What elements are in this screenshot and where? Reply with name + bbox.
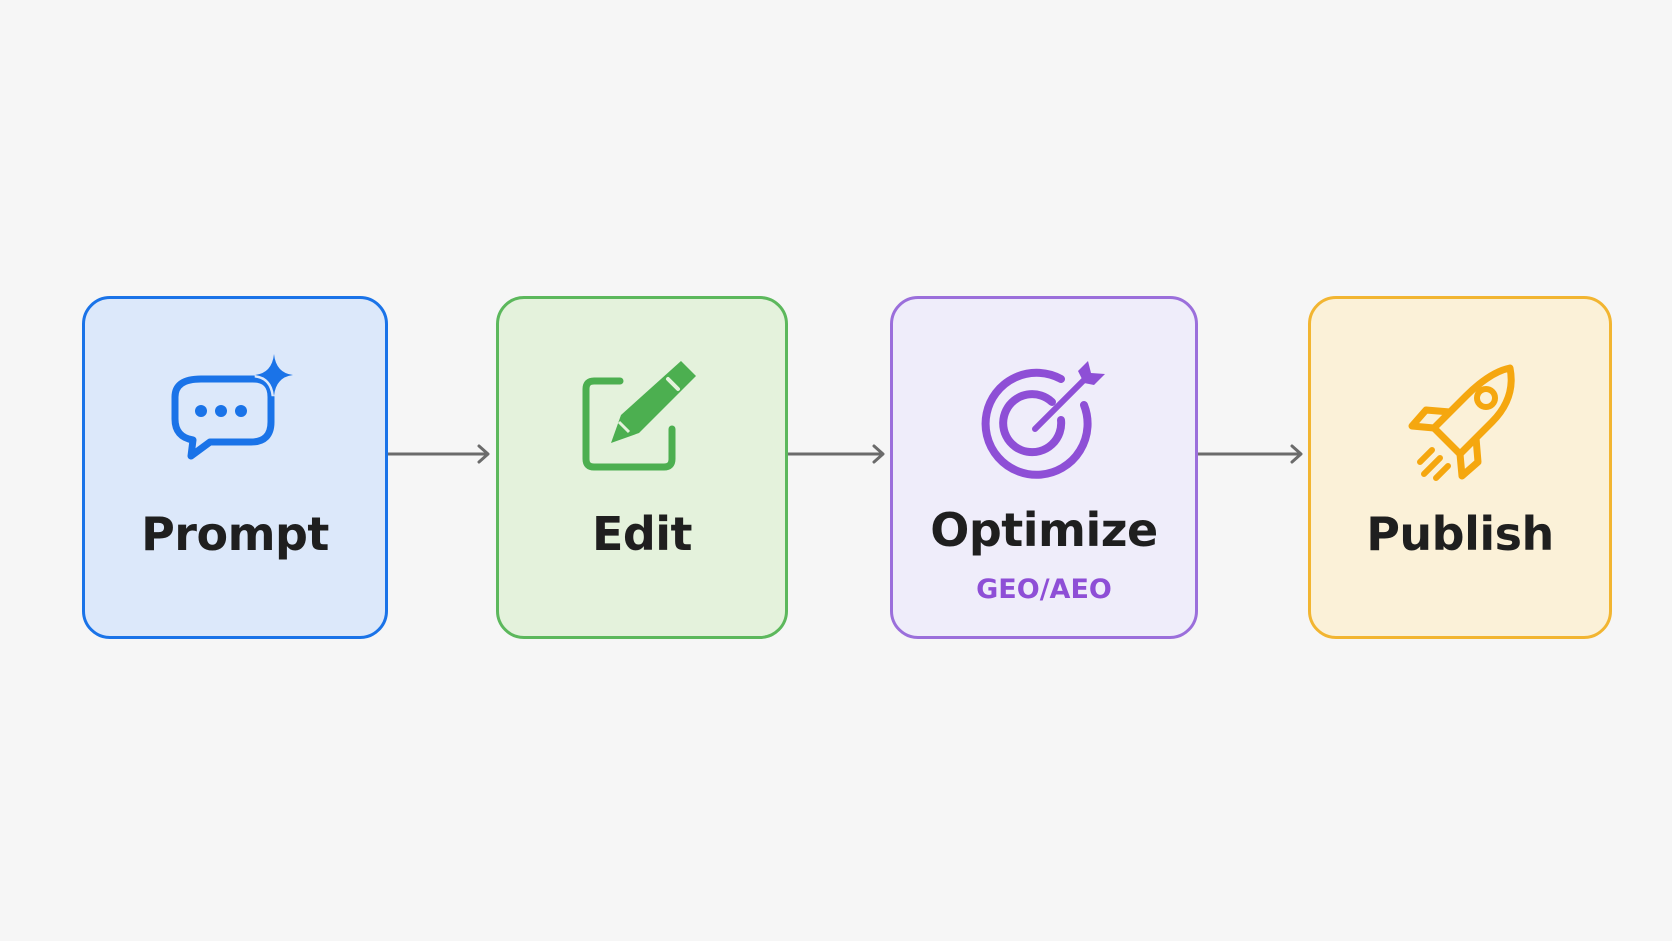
step-publish: Publish <box>1308 296 1612 639</box>
flow-arrow <box>788 443 890 465</box>
step-sublabel: GEO/AEO <box>976 574 1112 605</box>
step-edit: Edit <box>496 296 788 639</box>
step-label: Prompt <box>141 507 329 561</box>
chat-sparkle-icon <box>165 354 305 494</box>
step-label: Optimize <box>930 503 1158 557</box>
rocket-icon <box>1390 354 1530 494</box>
target-icon <box>974 349 1114 489</box>
step-label: Edit <box>591 507 693 561</box>
step-optimize: Optimize GEO/AEO <box>890 296 1198 639</box>
flow-arrow <box>388 443 496 465</box>
flow-arrow <box>1198 443 1308 465</box>
step-prompt: Prompt <box>82 296 388 639</box>
step-label: Publish <box>1366 507 1554 561</box>
edit-icon <box>572 354 712 494</box>
